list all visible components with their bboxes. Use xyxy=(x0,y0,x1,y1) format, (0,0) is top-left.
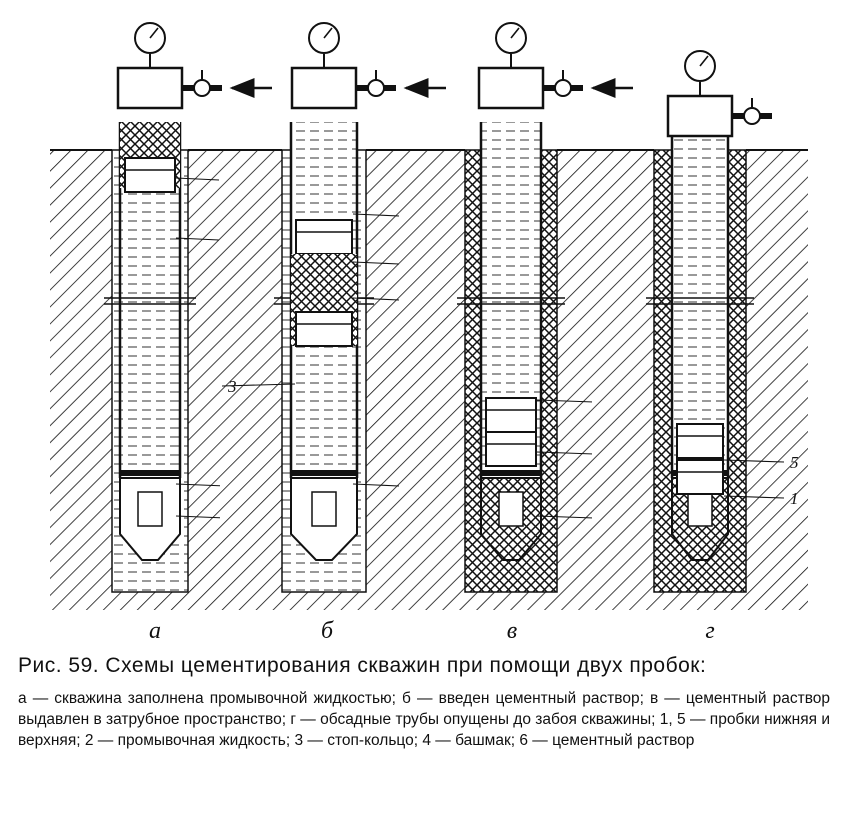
stop-ring xyxy=(120,470,180,476)
callout-leader xyxy=(723,495,785,499)
gauge-needle xyxy=(699,55,709,67)
panel-label-b: б xyxy=(321,618,334,640)
callout-leader xyxy=(175,237,220,241)
ground-bottom xyxy=(465,592,557,610)
ground-left xyxy=(403,150,465,610)
stop-ring xyxy=(481,470,541,476)
ground-bottom xyxy=(112,592,188,610)
ground-bottom xyxy=(282,592,366,610)
callout-leader xyxy=(352,297,400,301)
shoe-valve xyxy=(311,491,337,527)
callout-leader xyxy=(723,459,785,463)
valve-icon xyxy=(193,79,211,97)
bottom-plug xyxy=(295,311,353,347)
shoe-valve xyxy=(687,491,713,527)
callout-leader xyxy=(536,451,595,455)
top-plug xyxy=(676,423,724,459)
callout-leader xyxy=(536,399,595,403)
ground-left xyxy=(220,150,282,610)
callout-1: 1 xyxy=(790,489,799,508)
callout-leader xyxy=(352,261,400,265)
ground-left xyxy=(592,150,654,610)
casing-fluid xyxy=(672,134,728,478)
ground-right xyxy=(746,150,808,610)
stop-ring xyxy=(291,470,357,476)
ground-left xyxy=(50,150,112,610)
callout-leader xyxy=(175,515,227,519)
callout-3: 3 xyxy=(227,377,237,396)
callout-leader xyxy=(536,515,595,519)
gauge-needle xyxy=(510,27,520,39)
cementing-head xyxy=(477,66,545,110)
bottom-plug xyxy=(676,459,724,495)
cementing-head xyxy=(666,94,734,138)
top-plug xyxy=(485,397,537,433)
ground-bottom xyxy=(654,592,746,610)
callout-leader xyxy=(352,213,400,217)
callout-5: 5 xyxy=(790,453,799,472)
valve-icon xyxy=(554,79,572,97)
caption-title: Рис. 59. Схемы цементирования скважин пр… xyxy=(18,654,707,677)
callout-leader xyxy=(175,177,220,181)
cementing-head xyxy=(116,66,184,110)
callout-leader xyxy=(175,483,227,487)
shoe-valve xyxy=(498,491,524,527)
shoe-valve xyxy=(137,491,163,527)
caption-text: а — скважина заполнена промывочной жидко… xyxy=(18,690,830,749)
well-panel-v: 514 xyxy=(403,22,633,610)
valve-icon xyxy=(743,107,761,125)
valve-icon xyxy=(367,79,385,97)
bottom-plug xyxy=(124,157,176,193)
well-panel-g: 51 xyxy=(592,50,808,610)
panel-label-v: в xyxy=(507,618,517,640)
cementing-head xyxy=(290,66,358,110)
gauge-needle xyxy=(149,27,159,39)
panel-label-a: а xyxy=(149,618,161,640)
top-plug xyxy=(295,219,353,255)
bottom-plug xyxy=(485,431,537,467)
gauge-needle xyxy=(323,27,333,39)
panel-label-g: г xyxy=(705,618,714,640)
callout-leader xyxy=(352,483,400,487)
callout-leader xyxy=(221,383,296,387)
figure-caption: Рис. 59. Схемы цементирования скважин пр… xyxy=(18,652,830,751)
